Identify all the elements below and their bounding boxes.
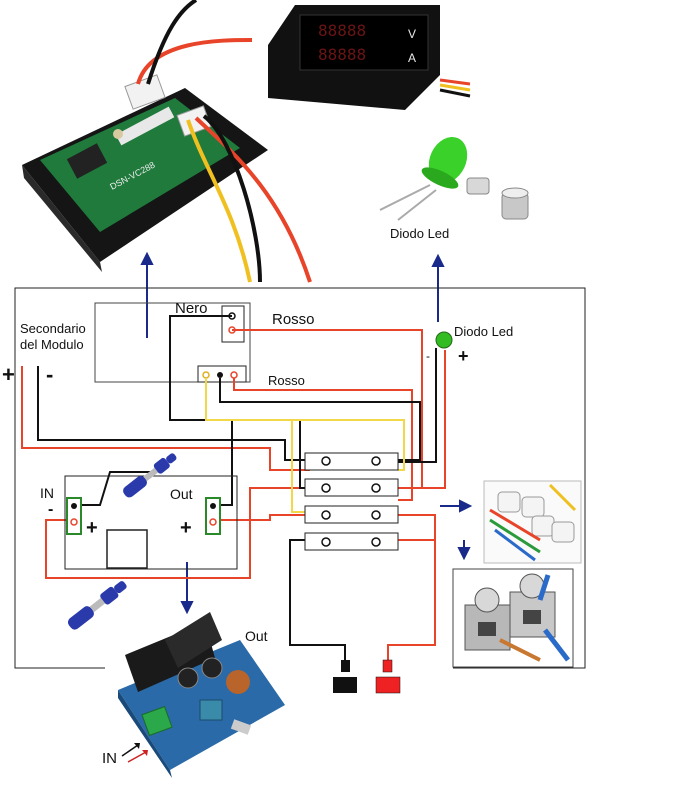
meter-v-label: V — [408, 27, 416, 41]
output-terminal-red — [375, 659, 401, 694]
led-minus-label: - — [426, 349, 430, 363]
screw-terminal-photo — [452, 568, 574, 668]
voltmeter-board-photo: DSN-VC288 — [22, 0, 312, 283]
secondario-label-line1: Secondario — [20, 321, 86, 336]
in-label: IN — [40, 485, 54, 501]
out-plus-label: + — [180, 517, 192, 539]
led-symbol — [435, 331, 453, 349]
in-plus-label: + — [86, 517, 98, 539]
yellow-wires — [205, 378, 405, 513]
terminal-strip-photo — [483, 480, 582, 564]
circuit-terminal-strip — [304, 452, 399, 551]
pointer-arrows — [140, 251, 473, 615]
diodo-led-circuit-label: Diodo Led — [454, 324, 513, 339]
module-in-label: IN — [102, 750, 117, 767]
enclosure-outline — [14, 287, 586, 669]
rosso-mid-label: Rosso — [268, 373, 305, 388]
nero-label: Nero — [175, 300, 208, 317]
red-wires — [21, 329, 446, 660]
led-plus-label: + — [458, 346, 469, 366]
output-terminal-black — [333, 660, 357, 693]
converter-schematic — [64, 475, 238, 570]
meter-digits-top: 88888 — [318, 21, 366, 40]
out-label: Out — [170, 486, 193, 502]
meter-a-label: A — [408, 51, 416, 65]
meter-power-terminal — [221, 305, 245, 343]
module-in-arrows — [121, 743, 148, 763]
meter-digits-bottom: 88888 — [318, 45, 366, 64]
in-minus-label: - — [48, 501, 53, 518]
secondario-label-line2: del Modulo — [20, 337, 84, 352]
diodo-led-photo-label: Diodo Led — [390, 226, 449, 241]
led-photo: Diodo Led — [379, 136, 529, 241]
module-out-label: Out — [245, 628, 268, 644]
secondario-minus: - — [46, 362, 53, 387]
rosso-top-label: Rosso — [272, 311, 315, 328]
blue-spade-connector-lower — [67, 581, 127, 630]
secondario-plus: + — [2, 362, 15, 387]
panel-meter-photo: 88888 88888 V A — [268, 5, 471, 110]
blue-spade-connector-upper — [123, 453, 177, 498]
buck-converter-photo — [118, 612, 285, 778]
meter-box — [94, 302, 251, 383]
